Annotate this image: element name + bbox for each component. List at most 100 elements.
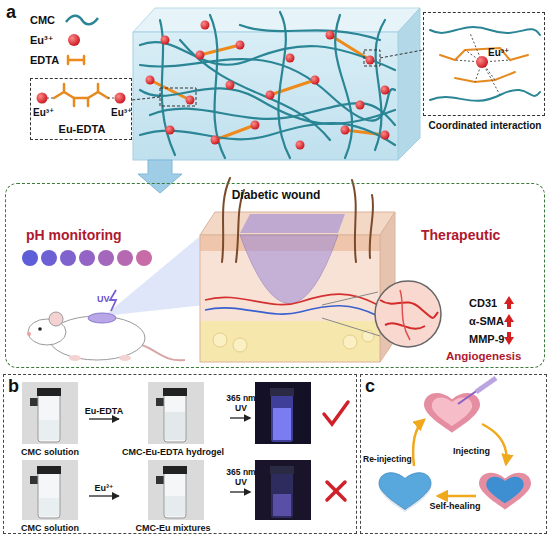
process-arrow <box>89 495 119 496</box>
eu-ion <box>115 93 126 104</box>
ph-color-scale <box>22 250 152 266</box>
cross-mark <box>327 482 345 500</box>
mouse <box>49 312 63 326</box>
vial-photo <box>38 470 60 518</box>
cmc-chain <box>240 25 380 40</box>
node-text: Eu-EDTA <box>31 123 133 135</box>
coordination-bond <box>455 33 510 95</box>
magnifier <box>322 318 380 336</box>
ph-color-scale <box>60 250 76 266</box>
cross-mark <box>327 482 345 500</box>
legend-entry: EDTA <box>30 52 100 68</box>
legend-sample <box>64 52 100 68</box>
coordination-bond <box>108 98 115 99</box>
eu-ion <box>326 31 335 40</box>
eu-ion <box>381 131 390 140</box>
inset-box: Eu³⁺Eu³⁺Eu-EDTA <box>30 78 132 140</box>
magnifier <box>400 290 410 340</box>
cmc-chain <box>140 123 395 145</box>
trend-arrow <box>504 296 514 345</box>
eu-ion <box>311 76 320 85</box>
vial-photo <box>148 460 204 520</box>
node-text: CMC-Eu-EDTA hydrogel <box>113 447 233 457</box>
vial-photo <box>39 420 59 440</box>
eu-ion <box>196 51 205 60</box>
vial-photo <box>22 460 78 520</box>
node-text: Eu³⁺ <box>111 107 143 118</box>
blood-vessel <box>205 294 378 316</box>
dim-vial-photo <box>273 494 291 516</box>
skin-block <box>213 333 227 347</box>
magnifier <box>375 281 441 347</box>
edta-link <box>270 80 315 95</box>
syringe-needle <box>458 378 496 404</box>
trend-arrow <box>504 296 514 309</box>
node-text: CD31 <box>469 297 509 309</box>
hair <box>352 180 356 262</box>
node-text: Angiogenesis <box>446 350 541 363</box>
eu-ion <box>37 93 48 104</box>
process-label: Injecting <box>453 446 501 456</box>
vial-photo <box>38 392 60 442</box>
cmc-sample <box>66 16 98 25</box>
skin-block <box>200 212 395 362</box>
syringe-needle <box>476 378 496 392</box>
edge-label: Eu³⁺ <box>94 483 113 493</box>
zoom-leader <box>380 50 423 58</box>
wound-hydrogel <box>240 214 345 233</box>
legend-text: CMC <box>30 14 64 26</box>
node-text: CMC solution <box>5 523 95 533</box>
hydrogel-heart <box>379 473 431 510</box>
node-text: CMC-Eu mixtures <box>113 523 233 533</box>
process-arrow <box>482 424 507 464</box>
legend-entry: Eu³⁺ <box>30 32 100 48</box>
skin-block <box>200 212 395 235</box>
eu-ion <box>37 93 126 104</box>
edta-molecule <box>440 48 528 82</box>
cmc-chain <box>210 15 225 158</box>
heart-mold-filled <box>479 473 531 510</box>
vial-photo <box>22 382 78 444</box>
mouse <box>27 312 185 361</box>
vial-photo <box>37 466 61 474</box>
vial-photo <box>165 496 185 516</box>
process-label: 365 nm UV <box>225 394 257 413</box>
sample-photo: CMC solution <box>11 459 89 533</box>
node-text: pH monitoring <box>26 228 166 244</box>
cmc-chain <box>140 59 395 121</box>
zoom-leader <box>364 50 380 66</box>
mouse <box>38 327 42 331</box>
uv-arrow <box>230 491 250 492</box>
cmc-chain <box>278 12 290 158</box>
edta-link <box>150 80 190 100</box>
legend-sample <box>64 12 100 28</box>
trend-arrow <box>504 332 514 345</box>
eu-ion <box>266 91 275 100</box>
eu-ion <box>211 136 220 145</box>
eu-ion <box>341 126 350 135</box>
mouse <box>88 313 116 323</box>
eu-ion <box>146 76 155 85</box>
cmc-chain <box>180 40 330 140</box>
vial-photo <box>165 412 185 440</box>
sample-photo: CMC-Eu-EDTA hydrogel <box>119 381 227 457</box>
node-text: Eu³⁺ <box>33 107 65 118</box>
mouse <box>119 355 131 361</box>
heart-mold <box>424 393 480 433</box>
eu-ion <box>366 56 375 65</box>
glowing-vial-photo <box>255 382 311 444</box>
process-arrow <box>438 495 476 498</box>
heart-mold-filled <box>486 477 523 504</box>
edta-link <box>200 45 240 55</box>
hair <box>370 195 373 258</box>
legend-sample <box>64 32 100 48</box>
hydrogel-block <box>133 8 420 160</box>
sample-photo: CMC-Eu mixtures <box>119 459 227 533</box>
uv-arrow <box>230 417 250 418</box>
vial-photo <box>37 388 61 396</box>
blood-vessel <box>205 306 378 316</box>
heart-mold-filled <box>479 473 531 510</box>
vial-photo <box>164 392 186 442</box>
hydrogel-block <box>398 8 420 160</box>
edta-molecule <box>64 84 98 106</box>
